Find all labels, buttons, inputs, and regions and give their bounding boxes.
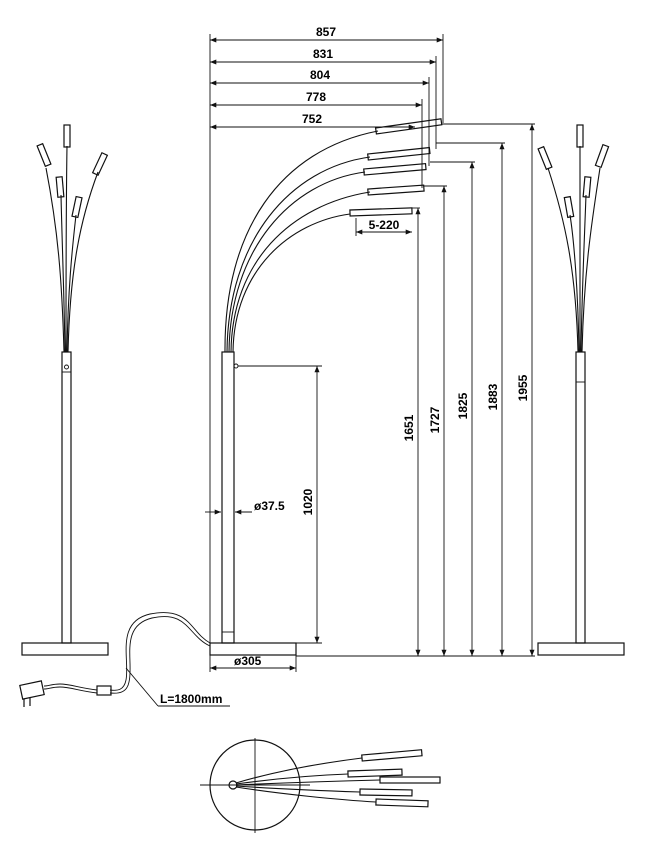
cable-length-label: L=1800mm	[160, 692, 222, 706]
right-side-view	[537, 124, 625, 656]
power-cable: L=1800mm	[19, 612, 230, 707]
base-diameter-dimension: ø305	[209, 654, 297, 672]
height-dim-1727: 1727	[428, 406, 442, 433]
width-dim-831: 831	[313, 47, 333, 61]
width-dim-857: 857	[316, 25, 336, 39]
switch-height-dimension: 1020	[238, 365, 322, 644]
height-dim-1825: 1825	[456, 392, 470, 419]
tube-diameter-dimension: ø37.5	[205, 499, 285, 515]
plug-icon	[19, 680, 45, 707]
top-view	[200, 738, 441, 833]
left-side-view	[21, 124, 109, 656]
height-dim-1651: 1651	[402, 414, 416, 441]
switch-height-label: 1020	[301, 488, 315, 515]
base-diameter-label: ø305	[234, 654, 262, 668]
width-dimensions: 857 831 804 778 752	[209, 25, 444, 643]
width-dim-752: 752	[302, 112, 322, 126]
width-dim-778: 778	[306, 90, 326, 104]
tube-diameter-label: ø37.5	[254, 499, 285, 513]
front-view-lamp	[209, 118, 443, 656]
width-dim-804: 804	[310, 68, 330, 82]
arm-range-label: 5-220	[369, 218, 400, 232]
arm-range-dimension: 5-220	[355, 218, 412, 236]
height-dim-1883: 1883	[486, 383, 500, 410]
height-dimensions: 1651 1727 1825 1883 1955	[296, 123, 535, 657]
height-dim-1955: 1955	[516, 374, 530, 401]
